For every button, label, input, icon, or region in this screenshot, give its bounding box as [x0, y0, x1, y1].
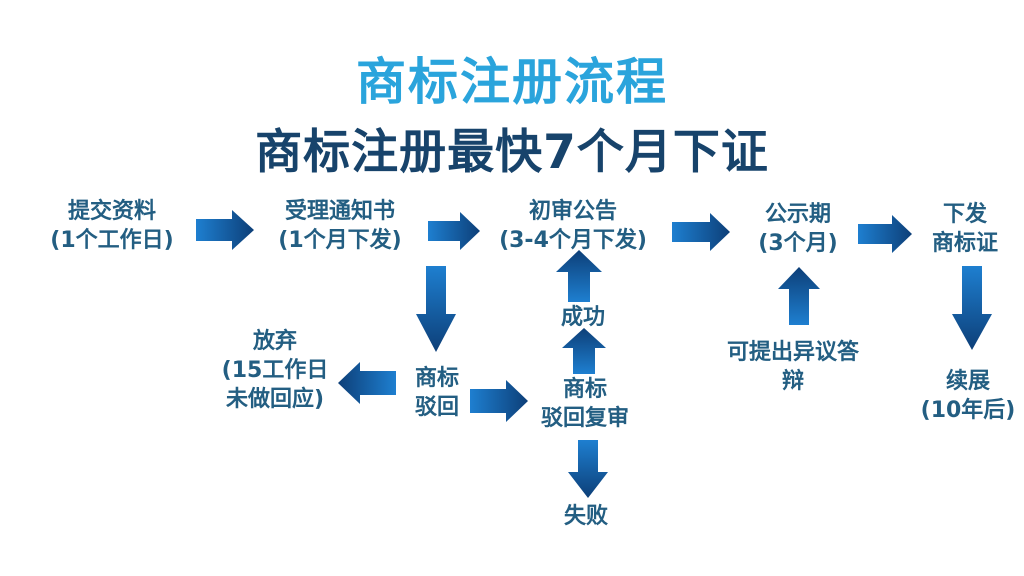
- node-sublabel: (1个工作日): [50, 228, 174, 253]
- node-submit-materials: 提交资料 (1个工作日): [50, 197, 173, 255]
- arrow-down-issue-to-renewal: [952, 266, 992, 350]
- node-success: 成功: [561, 303, 605, 332]
- arrow-right-submit-to-acceptance: [196, 210, 254, 250]
- node-label: 成功: [560, 305, 606, 330]
- node-abandon: 放弃 (15工作日 未做回应): [222, 327, 329, 414]
- node-label: 放弃: [252, 329, 298, 354]
- node-sublabel: (1个月下发): [278, 228, 402, 253]
- node-label: 商标: [414, 366, 460, 391]
- node-preliminary-announcement: 初审公告 (3-4个月下发): [499, 197, 647, 255]
- node-renewal: 续展 (10年后): [921, 367, 1016, 425]
- node-publicity-period: 公示期 (3个月): [758, 200, 837, 258]
- arrow-up-review-to-success: [562, 328, 606, 374]
- node-sublabel: (10年后): [920, 398, 1016, 423]
- node-sublabel: 驳回: [414, 395, 460, 420]
- node-label: 下发: [942, 202, 988, 227]
- node-sublabel: 驳回复审: [540, 406, 630, 431]
- node-sublabel: (15工作日: [221, 358, 329, 383]
- node-label: 受理通知书: [284, 199, 396, 224]
- node-sublabel: 未做回应): [225, 387, 325, 412]
- arrow-right-preliminary-to-publicity: [672, 213, 730, 251]
- arrow-right-rejection-to-review: [470, 380, 528, 422]
- node-rejection: 商标 驳回: [415, 364, 459, 422]
- node-sublabel: 辩: [781, 369, 805, 394]
- arrow-up-success-to-preliminary: [556, 250, 602, 302]
- diagram-title: 商标注册流程: [356, 53, 668, 111]
- node-failure: 失败: [564, 502, 608, 531]
- node-label: 续展: [945, 369, 991, 394]
- node-issue-certificate: 下发 商标证: [932, 200, 998, 258]
- node-label: 可提出异议答: [726, 340, 860, 365]
- node-label: 失败: [563, 504, 609, 529]
- node-label: 提交资料: [67, 199, 157, 224]
- node-rejection-review: 商标 驳回复审: [541, 375, 629, 433]
- arrow-down-review-to-failure: [568, 440, 608, 498]
- node-sublabel: (3个月): [758, 231, 838, 256]
- node-label: 商标: [562, 377, 608, 402]
- diagram-subtitle: 商标注册最快7个月下证: [255, 125, 769, 180]
- arrow-down-acceptance-to-rejection: [416, 266, 456, 352]
- arrow-right-publicity-to-issue: [858, 215, 912, 253]
- node-label: 初审公告: [528, 199, 618, 224]
- node-sublabel: 商标证: [931, 231, 999, 256]
- arrow-left-rejection-to-abandon: [338, 362, 396, 404]
- node-sublabel: (3-4个月下发): [499, 228, 647, 253]
- node-objection: 可提出异议答 辩: [727, 338, 859, 396]
- arrow-right-acceptance-to-preliminary: [428, 212, 480, 250]
- node-acceptance-notice: 受理通知书 (1个月下发): [278, 197, 401, 255]
- arrow-up-objection-to-publicity: [778, 267, 820, 325]
- node-label: 公示期: [764, 202, 832, 227]
